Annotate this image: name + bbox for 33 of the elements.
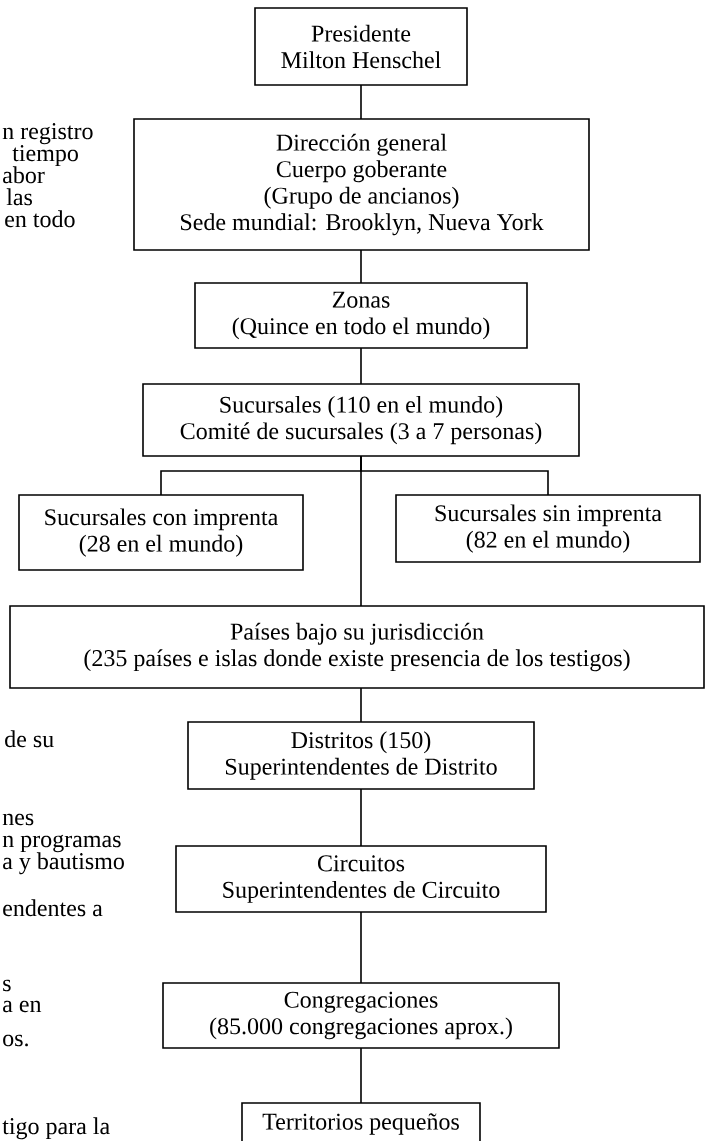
org-box: Distritos (150) Superintendentes de Distrito <box>187 721 535 790</box>
text-fragment: de su <box>5 730 54 748</box>
text-fragment: tigo para la <box>2 1117 110 1140</box>
connector-line <box>360 84 362 120</box>
connector-line <box>360 1047 362 1104</box>
connector-line <box>360 455 362 607</box>
org-box: Circuitos Superintendentes de Circuito <box>175 845 547 913</box>
text-fragment: endentes a <box>3 899 103 917</box>
text-fragment: os. <box>3 1034 28 1047</box>
org-box: Congregaciones (85.000 congregaciones aprox.) <box>162 982 560 1049</box>
connector-line <box>360 249 362 284</box>
text-fragment: las <box>6 188 32 206</box>
text-fragment: n registro <box>2 123 93 145</box>
org-box: Sucursales sin imprenta (82 en el mundo) <box>395 494 701 563</box>
text-fragment: abor <box>3 166 45 184</box>
text-fragment: a y bautismo <box>3 852 124 875</box>
text-fragment: s <box>3 979 11 992</box>
text-fragment: nes <box>2 813 34 826</box>
text-fragment: tiempo <box>12 145 78 167</box>
text-fragment: a en <box>3 1000 42 1013</box>
org-box: Sucursales con imprenta (28 en el mundo) <box>18 494 304 571</box>
org-box: Dirección general Cuerpo goberante (Grupo de ancianos) Sede mundial: Brooklyn, Nueva York <box>133 118 590 251</box>
org-box: Territorios pequeños <box>241 1102 481 1141</box>
org-box: Sucursales (110 en el mundo) Comité de sucursales (3 a 7 personas) <box>142 383 580 457</box>
connector-line <box>360 347 362 385</box>
connector-line <box>360 687 362 723</box>
connector-line <box>360 788 362 847</box>
org-box: Países bajo su jurisdicción (235 países e islas donde existe presencia de los testigos) <box>9 605 705 689</box>
org-box: Zonas (Quince en todo el mundo) <box>194 282 528 349</box>
text-fragment: en todo <box>5 210 75 228</box>
text-fragment: n programas <box>2 834 121 853</box>
org-box: Presidente Milton Henschel <box>254 7 468 86</box>
connector-line <box>360 911 362 984</box>
